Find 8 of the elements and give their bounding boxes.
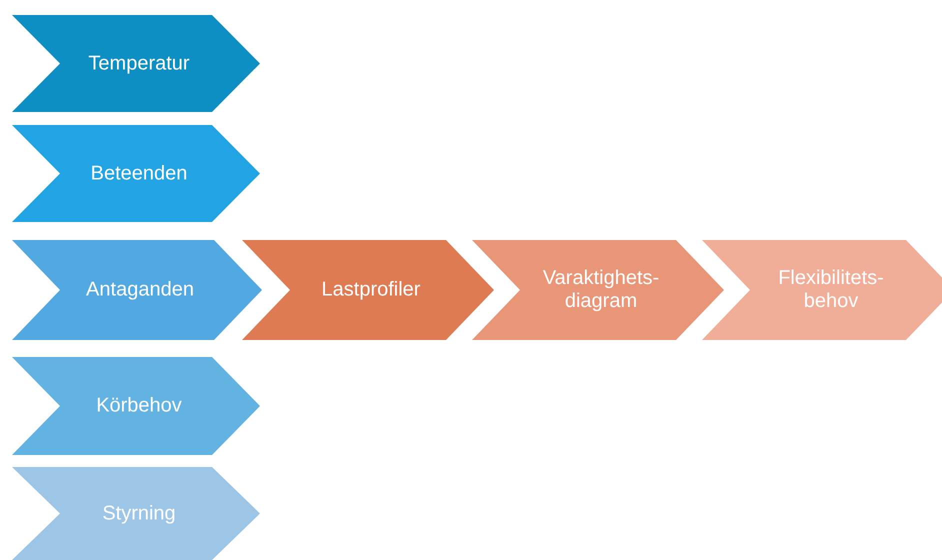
- chevron-label: Temperatur: [88, 52, 190, 75]
- chevron-label: Lastprofiler: [322, 278, 420, 302]
- chevron-label: Varaktighets- diagram: [542, 267, 660, 313]
- chevron-label: Styrning: [102, 502, 176, 525]
- chevron-label: Körbehov: [96, 394, 182, 418]
- chevron-label: Antaganden: [86, 278, 194, 302]
- chevron-label: Flexibilitets- behov: [777, 267, 885, 313]
- chevron-label: Beteenden: [90, 162, 188, 185]
